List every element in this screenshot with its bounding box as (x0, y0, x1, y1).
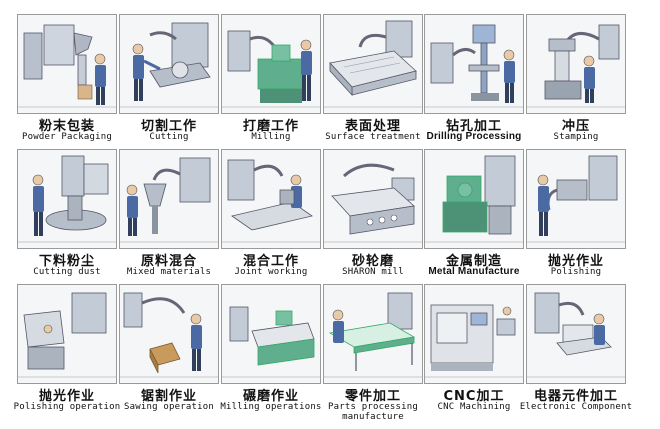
item-title-zh: 切割工作 (140, 119, 197, 134)
polishing-operation-icon (17, 284, 117, 384)
drilling-icon (424, 14, 524, 114)
item-title-en: Stamping (553, 132, 599, 142)
powder-packaging-icon (17, 14, 117, 114)
metal-manufacture-icon (424, 149, 524, 249)
sharon-mill-icon (323, 149, 423, 249)
sawing-icon (119, 284, 219, 384)
item-title-en: Mixed materials (126, 267, 212, 277)
item-title-zh: 粉末包装 (38, 119, 95, 134)
item-title-zh: 原料混合 (140, 254, 197, 269)
item-title-en: Surface treatment (325, 132, 421, 142)
item-title-en: Drilling Processing (426, 131, 522, 142)
item-title-en: Electronic Component (519, 402, 633, 412)
item-title-en: Milling (251, 132, 291, 142)
item-title-zh: 混合工作 (242, 254, 299, 269)
milling-icon (221, 14, 321, 114)
item-title-en: Powder Packaging (22, 132, 112, 142)
item-title-zh: 砂轮磨 (351, 254, 394, 269)
item-title-en: Sawing operation (124, 402, 214, 412)
item-title-zh: 锯割作业 (140, 389, 197, 404)
item-title-en: Polishing (550, 267, 602, 277)
item-title-en: Parts processing manufacture (328, 402, 418, 422)
item-title-zh: 打磨工作 (242, 119, 299, 134)
parts-processing-icon (323, 284, 423, 384)
item-title-zh: 抛光作业 (38, 389, 95, 404)
mixed-materials-icon (119, 149, 219, 249)
item-title-zh: 下料粉尘 (38, 254, 95, 269)
item-title-en: CNC Machining (437, 402, 511, 412)
joint-working-icon (221, 149, 321, 249)
cnc-machining-icon (424, 284, 524, 384)
item-title-zh: 碾磨作业 (242, 389, 299, 404)
surface-treatment-icon (323, 14, 423, 114)
cutting-icon (119, 14, 219, 114)
item-title-zh: CNC加工 (443, 389, 505, 404)
item-title-zh: 表面处理 (344, 119, 401, 134)
item-title-en: Cutting dust (33, 267, 101, 277)
polishing-icon (526, 149, 626, 249)
item-title-zh: 金属制造 (445, 254, 502, 269)
cutting-dust-icon (17, 149, 117, 249)
item-title-en: Cutting (149, 132, 189, 142)
milling-operations-icon (221, 284, 321, 384)
item-title-en: Milling operations (220, 402, 322, 412)
item-title-en: Polishing operation (13, 402, 121, 412)
stamping-icon (526, 14, 626, 114)
item-title-zh: 电器元件加工 (533, 389, 618, 404)
item-title-zh: 钻孔加工 (445, 119, 502, 134)
item-title-en: Joint working (234, 267, 308, 277)
item-title-zh: 冲压 (561, 119, 590, 134)
item-title-en: Metal Manufacture (428, 266, 520, 277)
item-title-zh: 抛光作业 (547, 254, 604, 269)
electronic-component-icon (526, 284, 626, 384)
item-title-zh: 零件加工 (344, 389, 401, 404)
item-title-en: SHARON mill (342, 267, 404, 277)
